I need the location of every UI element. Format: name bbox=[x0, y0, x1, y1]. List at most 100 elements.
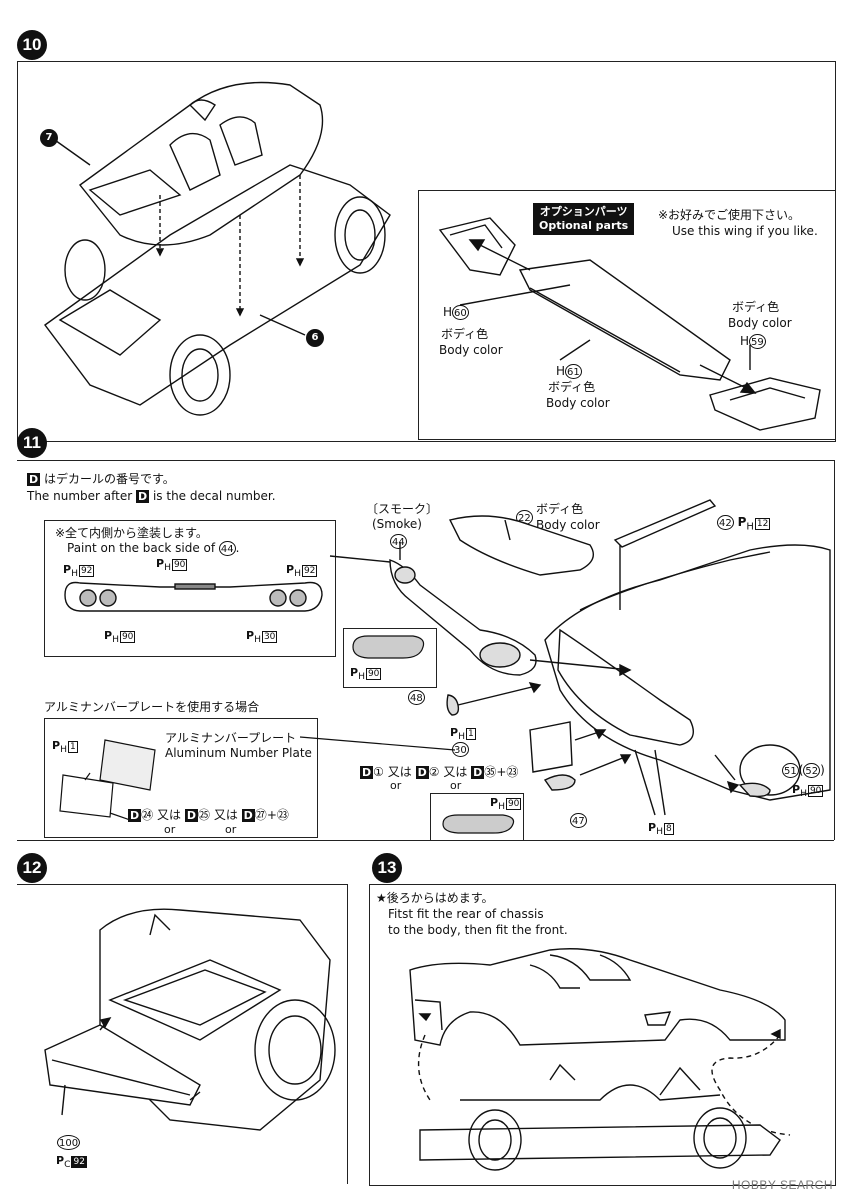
h59-prefix: H bbox=[740, 334, 750, 348]
alum-plate-drawing bbox=[59, 739, 156, 821]
gb-h: H bbox=[498, 801, 505, 813]
pd-35: ㉟ bbox=[484, 765, 497, 779]
ph-right-h: H bbox=[294, 568, 301, 580]
p51-h: H bbox=[800, 788, 807, 800]
ph-right-code: 92 bbox=[301, 565, 318, 577]
step-11-right-line bbox=[834, 460, 835, 840]
ph-bl-code: 90 bbox=[119, 631, 136, 643]
ph-left-h: H bbox=[71, 568, 78, 580]
part-30: 30 bbox=[452, 742, 469, 757]
p30-code: 1 bbox=[465, 728, 476, 740]
ad-mata2: 又は bbox=[213, 808, 238, 822]
ph-br-h: H bbox=[254, 634, 261, 646]
grille-mesh-bottom bbox=[442, 814, 515, 834]
optional-parts-en: Optional parts bbox=[539, 219, 629, 232]
ad-27: ㉗ bbox=[254, 808, 267, 822]
part-22-color-jp: ボディ色 bbox=[536, 502, 584, 516]
smoke-en: (Smoke) bbox=[372, 517, 422, 531]
step-13-note-en2: to the body, then fit the front. bbox=[388, 923, 568, 937]
step-12-right-line bbox=[347, 884, 348, 1184]
decal-note-jp-text: はデカールの番号です。 bbox=[43, 472, 175, 486]
part-6-label: 6 bbox=[306, 329, 324, 347]
ad-24: ㉔ bbox=[141, 808, 154, 822]
step-12-number: 12 bbox=[17, 853, 47, 883]
h60-number: 60 bbox=[452, 305, 469, 320]
plate-or-2: or bbox=[450, 779, 462, 792]
part-100-num: 100 bbox=[57, 1135, 81, 1150]
step-13-drawing bbox=[409, 948, 791, 1171]
h59-number: 59 bbox=[749, 334, 766, 349]
pd-plus: + bbox=[496, 765, 507, 779]
ad-mata1: 又は bbox=[156, 808, 181, 822]
inner-note-en-text: Paint on the back side of bbox=[67, 541, 216, 555]
step-13-note-en1: Fitst fit the rear of chassis bbox=[388, 907, 544, 921]
part-44-num: 44 bbox=[390, 534, 407, 549]
decal-d-badge-2: D bbox=[136, 490, 150, 503]
step-10-number: 10 bbox=[17, 30, 47, 60]
optional-wing-drawing bbox=[438, 217, 821, 431]
gb-code: 90 bbox=[505, 798, 522, 810]
ad-23: ㉓ bbox=[276, 808, 289, 822]
inner-note-en: Paint on the back side of 44. bbox=[67, 541, 240, 556]
gt-h: H bbox=[358, 671, 365, 683]
alum-or-2: or bbox=[225, 823, 237, 836]
p42-p: P bbox=[737, 515, 747, 529]
ph-bl-h: H bbox=[112, 634, 119, 646]
step-12-drawing bbox=[44, 908, 336, 1131]
alum-case-jp: アルミナンバープレートを使用する場合 bbox=[44, 700, 260, 714]
alum-plate-panel bbox=[44, 718, 318, 838]
h59-color-jp: ボディ色 bbox=[732, 300, 780, 314]
pd-d1: D bbox=[360, 766, 374, 779]
step-12-top-line bbox=[17, 884, 347, 885]
decal-note-en: The number after D is the decal number. bbox=[27, 489, 276, 504]
part-7-label: 7 bbox=[40, 129, 58, 147]
alum-or-1: or bbox=[164, 823, 176, 836]
part-47: 47 bbox=[570, 813, 587, 828]
gt-p: P bbox=[350, 666, 359, 679]
ph-bl-p: P bbox=[104, 629, 113, 642]
h59-color-en: Body color bbox=[728, 316, 792, 330]
h61-number: 61 bbox=[565, 364, 582, 379]
p100-code: 92 bbox=[71, 1156, 87, 1168]
decal-note-en-post: is the decal number. bbox=[152, 489, 276, 503]
h60-color-en: Body color bbox=[439, 343, 503, 357]
pd-mata1: 又は bbox=[387, 765, 412, 779]
optional-parts-badge: オプションパーツ Optional parts bbox=[533, 203, 635, 235]
optional-parts-jp: オプションパーツ bbox=[539, 205, 628, 218]
smoke-jp: 〔スモーク〕 bbox=[366, 502, 439, 516]
ad-25: ㉕ bbox=[197, 808, 210, 822]
ad-d1: D bbox=[128, 809, 142, 822]
h60-color-jp: ボディ色 bbox=[441, 327, 489, 341]
pd-23: ㉓ bbox=[506, 765, 519, 779]
ph-top-h: H bbox=[164, 562, 171, 574]
p100-c: C bbox=[64, 1159, 71, 1171]
inner-note-part: 44 bbox=[218, 541, 236, 556]
p8-h: H bbox=[656, 826, 663, 838]
ph-left-p: P bbox=[63, 563, 72, 576]
al-code: 1 bbox=[67, 741, 78, 753]
part-51-52: 51(52) bbox=[782, 763, 825, 778]
grille-mesh-top bbox=[352, 635, 425, 659]
al-h: H bbox=[60, 744, 67, 756]
optional-note-jp: ※お好みでご使用下さい。 bbox=[658, 208, 801, 222]
gt-code: 90 bbox=[365, 668, 382, 680]
ad-d2: D bbox=[184, 809, 198, 822]
p30-p: P bbox=[450, 726, 459, 739]
ph-br-code: 30 bbox=[261, 631, 278, 643]
watermark: HOBBY SEARCH bbox=[731, 1178, 833, 1192]
h60-prefix: H bbox=[443, 305, 453, 319]
